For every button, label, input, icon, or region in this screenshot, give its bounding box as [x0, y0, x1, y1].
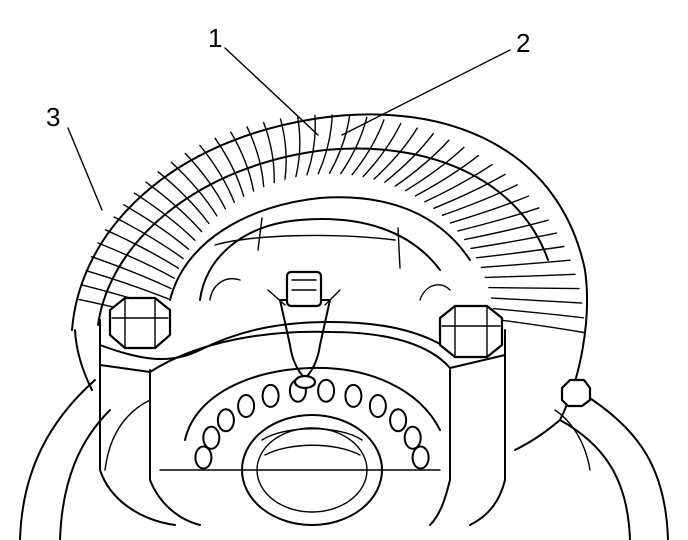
callout-3: 3: [46, 102, 60, 132]
gear-tooth: [404, 146, 465, 192]
gear-tooth: [113, 216, 184, 260]
carrier-housing: [19, 379, 669, 540]
pinion-shaft-lock: [267, 270, 341, 390]
gear-tooth: [133, 192, 196, 241]
gear-tooth: [104, 229, 179, 269]
bolt-hole: [403, 425, 422, 450]
gear-tooth: [490, 297, 583, 304]
gear-tooth: [480, 259, 571, 269]
flange-bolt-holes: [194, 378, 430, 470]
gear-tooth: [414, 154, 479, 197]
bolt-hole: [344, 383, 363, 408]
gear-tooth: [246, 126, 265, 188]
gear-tooth: [295, 116, 301, 178]
leader-line-2: [341, 49, 511, 136]
bolt-hole: [216, 408, 235, 433]
bolt-hole: [202, 425, 221, 450]
leader-line-1: [224, 47, 319, 136]
gear-tooth: [464, 219, 549, 241]
gear-tooth: [145, 181, 203, 233]
case-flange: [184, 366, 441, 526]
callout-2: 2: [516, 28, 530, 58]
gear-tooth: [492, 307, 584, 319]
leader-lines: [67, 47, 511, 211]
bearing-cap-bolt-left: [108, 296, 172, 350]
shaft-end: [293, 374, 317, 390]
gear-tooth: [475, 245, 565, 259]
gear-tooth: [351, 119, 385, 176]
bolt-hole: [237, 394, 256, 418]
gear-tooth: [384, 132, 434, 183]
gear-tooth: [214, 137, 245, 198]
gear-tooth: [90, 256, 172, 290]
gear-tooth: [184, 152, 227, 210]
gear-tooth: [373, 127, 418, 180]
bolt-hole: [368, 394, 387, 418]
lock-bolt: [285, 270, 323, 308]
gear-tooth: [449, 195, 530, 224]
gear-tooth: [394, 139, 450, 187]
gear-tooth: [85, 270, 169, 300]
leader-line-3: [67, 127, 103, 211]
bolt-hole: [194, 445, 213, 470]
gear-tooth: [470, 232, 558, 250]
gear-tooth: [340, 116, 368, 175]
gear-tooth: [170, 161, 218, 217]
bolt-hole: [317, 378, 336, 403]
gear-tooth: [328, 114, 351, 174]
gear-tooth: [433, 173, 506, 209]
bolt-hole: [389, 408, 408, 433]
bolt-hole: [411, 445, 430, 470]
differential-case: [199, 217, 451, 301]
gear-tooth: [484, 273, 576, 279]
small-bolt-right: [560, 378, 592, 408]
gear-tooth: [493, 318, 585, 334]
gear-tooth: [279, 118, 287, 180]
bearing-cap-bolt-right: [438, 304, 504, 359]
gear-tooth: [262, 121, 275, 184]
gear-tooth: [362, 122, 402, 178]
callout-1: 1: [208, 23, 222, 53]
gear-tooth: [306, 114, 316, 176]
gear-tooth: [317, 114, 333, 175]
gear-tooth: [488, 286, 580, 290]
gear-tooth: [230, 131, 255, 192]
gear-tooth: [441, 184, 518, 216]
gear-tooth: [199, 144, 235, 203]
gear-tooth: [457, 207, 540, 232]
gear-tooth: [123, 204, 190, 250]
bolt-hole: [261, 383, 280, 408]
gear-tooth: [157, 171, 210, 225]
gear-tooth: [424, 163, 493, 203]
bearing-cap-assembly: [99, 319, 506, 526]
gear-tooth: [97, 242, 175, 279]
